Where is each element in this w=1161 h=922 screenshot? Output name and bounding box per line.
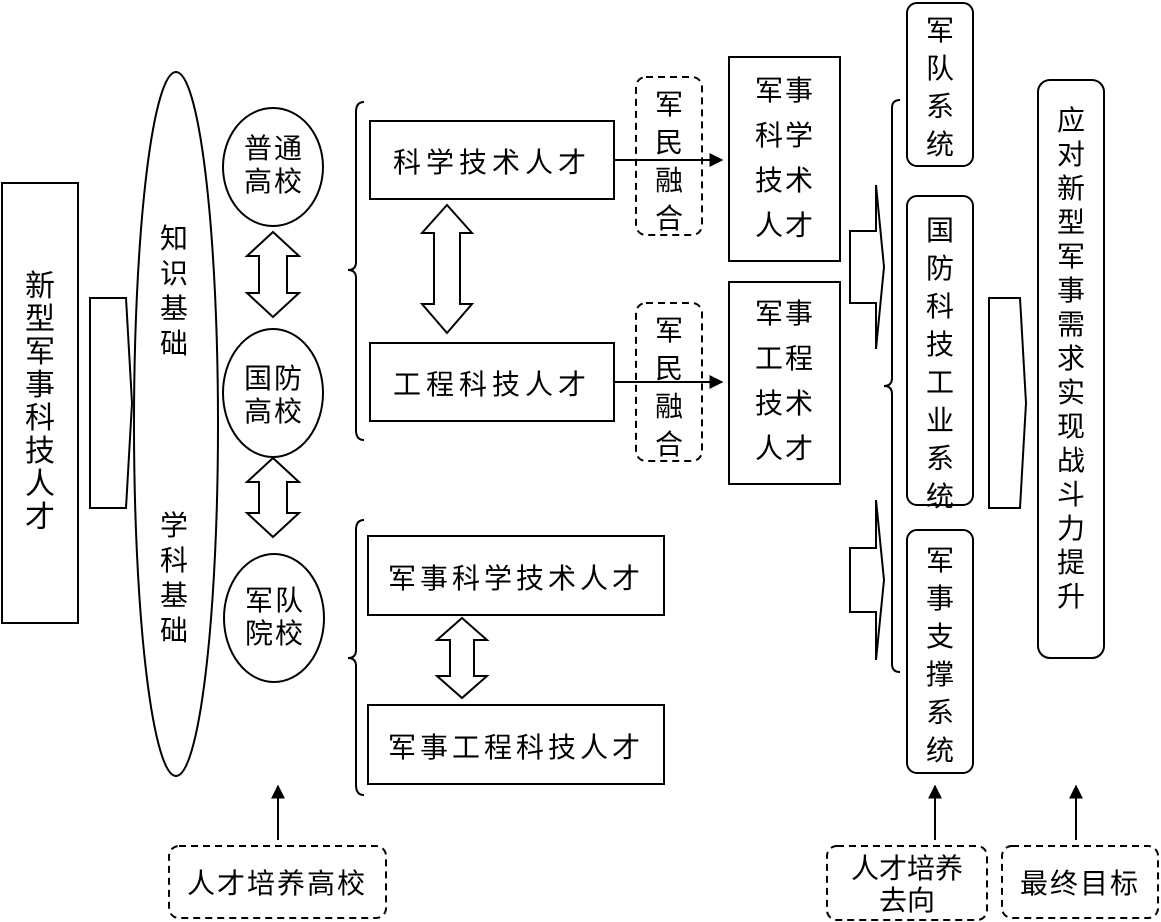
discipline-foundation-text: 学科基础	[160, 509, 188, 647]
brace-lower	[347, 519, 365, 796]
brace-upper	[347, 101, 365, 441]
mil-engineering-talent-text: 军事工程科技人才	[388, 731, 644, 764]
military-support-text: 军事支撑系统	[926, 544, 954, 767]
brace-right	[883, 99, 901, 673]
military-academy-text: 军队院校	[245, 584, 303, 650]
double-arrow-talent-2	[434, 616, 490, 700]
fusion-text-1: 军民融合	[655, 88, 683, 235]
mil-sci-tech-talent-box	[728, 56, 841, 262]
military-academy-ellipse	[223, 553, 325, 683]
big-arrow-1	[89, 297, 134, 509]
source-talent-text: 新型军事科技人才	[25, 269, 55, 535]
engineering-talent-box	[369, 342, 615, 422]
goal-text: 应对新型军事需求实现战斗力提升	[1057, 104, 1085, 613]
mil-science-talent-box	[367, 535, 665, 616]
double-arrow-talent-1	[419, 203, 475, 335]
double-arrow-schools-1	[244, 230, 302, 319]
open-arrow-lower	[849, 499, 886, 661]
open-arrow-upper	[849, 184, 886, 350]
defense-university-text: 国防高校	[244, 362, 302, 428]
fusion-box-1	[635, 76, 703, 236]
goal-box	[1037, 79, 1105, 659]
general-university-ellipse	[222, 107, 324, 227]
foundations-ellipse	[133, 71, 219, 777]
military-support-box	[906, 529, 974, 774]
knowledge-foundation-text: 知识基础	[160, 222, 188, 360]
army-system-text: 军队系统	[926, 14, 954, 161]
fusion-text-2: 军民融合	[655, 314, 683, 461]
goal-label-box	[1001, 845, 1159, 919]
army-system-box	[906, 2, 974, 167]
defense-industry-box	[906, 195, 974, 506]
engineering-talent-text: 工程科技人才	[393, 368, 591, 401]
schools-label-text: 人才培养高校	[187, 867, 367, 900]
big-arrow-2	[988, 297, 1028, 509]
schools-label-box	[168, 845, 387, 919]
mil-science-talent-text: 军事科学技术人才	[388, 562, 644, 595]
mil-engineering-talent-box	[367, 704, 665, 785]
destination-label-text: 人才培养去向	[851, 852, 963, 917]
source-talent-box	[1, 182, 79, 624]
general-university-text: 普通高校	[244, 132, 302, 198]
mil-eng-tech-talent-box	[728, 281, 841, 485]
double-arrow-schools-2	[244, 456, 302, 539]
mil-eng-tech-talent-text: 军事工程技术人才	[755, 297, 813, 465]
science-talent-text: 科学技术人才	[393, 146, 591, 179]
destination-label-box	[826, 845, 988, 921]
defense-industry-text: 国防科技工业系统	[926, 214, 954, 513]
mil-sci-tech-talent-text: 军事科学技术人才	[755, 74, 813, 242]
goal-label-text: 最终目标	[1020, 867, 1140, 900]
